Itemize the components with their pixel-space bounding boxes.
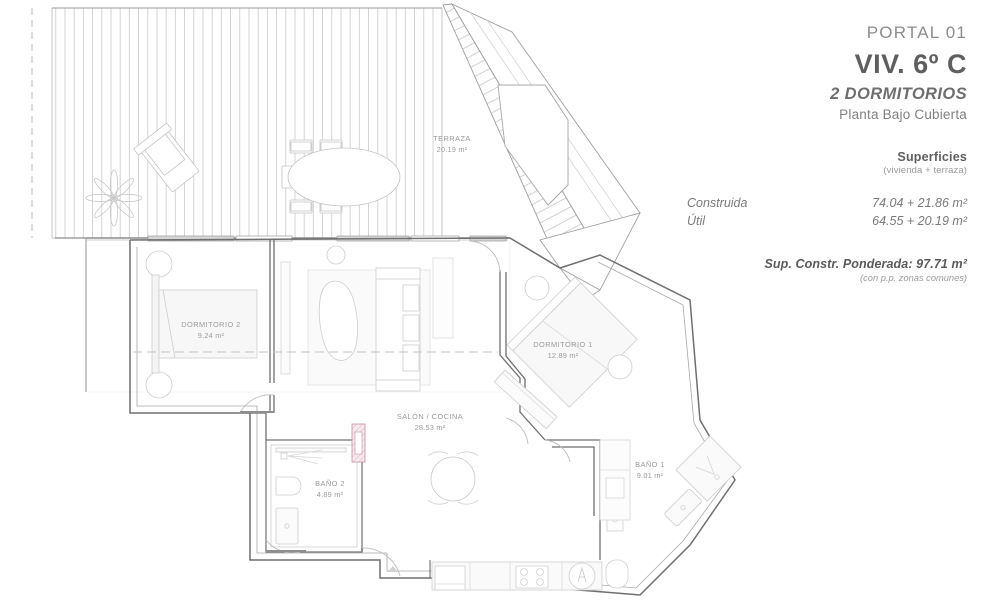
dwelling-outline	[129, 237, 736, 596]
door-swings	[239, 240, 571, 577]
entry-marker	[388, 566, 398, 572]
label-salon-cocina: SALÓN / COCINA	[397, 412, 463, 421]
bedroom-count-label: 2 DORMITORIOS	[830, 84, 967, 103]
surface-row-label: Útil	[687, 214, 706, 229]
surfaces-rows: Construida 74.04 + 21.86 m² Útil 64.55 +…	[677, 194, 967, 230]
area-terraza: 20.19 m²	[437, 145, 468, 154]
unit-title: VIV. 6º C	[854, 48, 967, 79]
portal-label: PORTAL 01	[866, 23, 967, 42]
living-room-furniture	[280, 245, 454, 392]
area-bano-2: 4.89 m²	[317, 490, 344, 499]
unit-info-header: PORTAL 01 VIV. 6º C 2 DORMITORIOS Planta…	[677, 22, 967, 125]
label-terraza: TERRAZA	[433, 134, 471, 143]
area-bano-1: 9.01 m²	[637, 471, 664, 480]
label-bano-2: BAÑO 2	[315, 479, 345, 488]
area-dormitorio-2: 9.24 m²	[198, 331, 225, 340]
surface-row-value: 64.55 + 20.19 m²	[872, 214, 967, 229]
label-dormitorio-1: DORMITORIO 1	[533, 340, 592, 349]
bedroom2-furniture	[145, 250, 258, 399]
room-labels: TERRAZA 20.19 m² DORMITORIO 2 9.24 m² DO…	[181, 134, 665, 499]
floor-level-label: Planta Bajo Cubierta	[839, 107, 967, 123]
bedroom1-furniture	[493, 275, 638, 430]
bathroom2-fixtures	[275, 447, 347, 545]
weighted-surface-total: Sup. Constr. Ponderada: 97.71 m²	[764, 257, 967, 272]
round-dining-table	[427, 451, 479, 505]
label-bano-1: BAÑO 1	[635, 460, 665, 469]
lounge-chair	[133, 123, 200, 193]
area-salon-cocina: 28.53 m²	[415, 423, 446, 432]
surface-row-label: Construida	[687, 196, 748, 210]
surface-row-value: 74.04 + 21.86 m²	[872, 196, 967, 210]
kitchen-fixtures	[431, 439, 631, 591]
surfaces-title: Superficies	[897, 150, 967, 164]
surfaces-subtitle: (vivienda + terraza)	[883, 165, 967, 176]
interior-walls	[250, 240, 601, 578]
service-shaft	[351, 423, 366, 463]
surfaces-summary: Superficies (vivienda + terraza) Constru…	[677, 150, 967, 283]
surface-row: Útil 64.55 + 20.19 m²	[677, 212, 967, 230]
weighted-surface-note: (con p.p. zonas comunes)	[860, 273, 967, 284]
pergola-roof	[51, 7, 443, 239]
surface-row: Construida 74.04 + 21.86 m²	[677, 194, 967, 212]
area-dormitorio-1: 12.89 m²	[548, 351, 579, 360]
potted-plant	[85, 169, 143, 227]
label-dormitorio-2: DORMITORIO 2	[181, 320, 240, 329]
angled-roof-wedge	[442, 2, 641, 301]
oval-dining-table	[281, 139, 401, 214]
